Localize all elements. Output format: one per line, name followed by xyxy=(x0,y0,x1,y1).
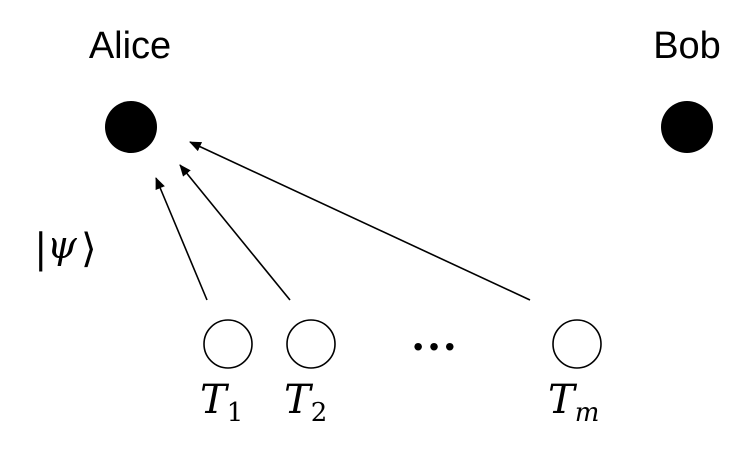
arrow-t2-to-alice xyxy=(179,164,291,301)
transmitter-label-1: T1 xyxy=(200,377,243,428)
bob-node xyxy=(661,101,713,153)
ket-bracket: ⟩ xyxy=(81,226,97,272)
transmitter-label-2-base: T xyxy=(284,377,314,423)
transmitter-node-m xyxy=(552,319,602,369)
transmitter-label-2: T2 xyxy=(284,377,327,428)
ket-psi: ψ xyxy=(47,223,78,267)
transmitter-node-1 xyxy=(203,319,253,369)
arrow-t1-to-alice xyxy=(155,177,208,301)
ket-bar: | xyxy=(34,226,47,272)
transmitter-node-2 xyxy=(286,319,336,369)
transmitter-label-1-base: T xyxy=(200,377,230,423)
transmitter-label-1-sub: 1 xyxy=(227,398,244,428)
bob-label: Bob xyxy=(653,25,721,67)
alice-label: Alice xyxy=(89,25,171,67)
ellipsis-dots: ••• xyxy=(413,331,460,362)
state-ket: | ψ ⟩ xyxy=(34,223,97,272)
arrow-tm-to-alice xyxy=(189,141,531,301)
transmitter-label-m: Tm xyxy=(548,377,599,428)
alice-node xyxy=(105,101,157,153)
transmitter-label-2-sub: 2 xyxy=(311,398,328,428)
transmitter-label-m-base: T xyxy=(548,377,578,423)
transmitter-label-m-sub: m xyxy=(575,398,600,428)
